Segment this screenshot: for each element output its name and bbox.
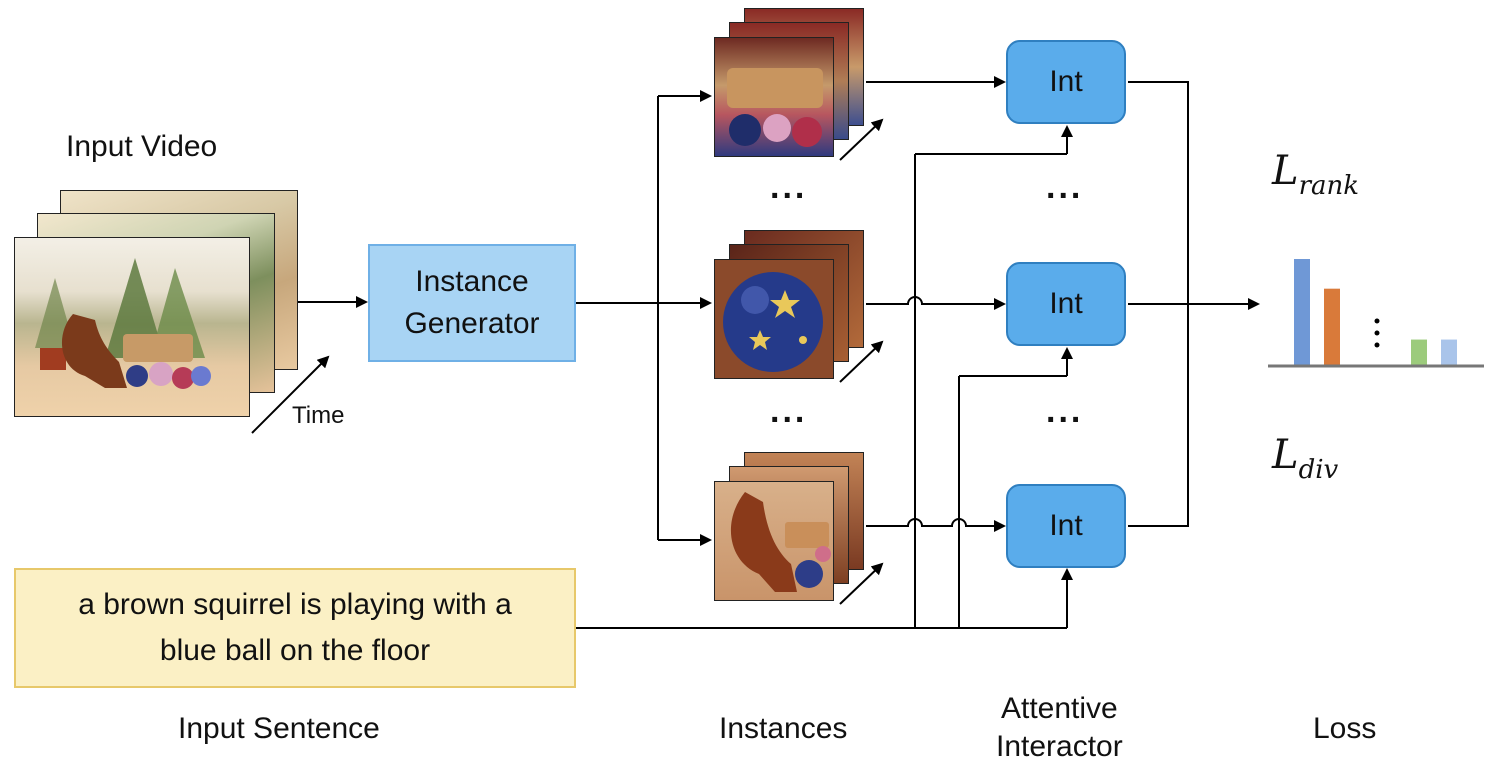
loss-bar-chart — [1294, 259, 1457, 365]
input-video-label: Input Video — [66, 130, 218, 163]
loss-bar-3 — [1411, 339, 1427, 365]
int-top-to-loss — [1128, 81, 1189, 304]
int-box-mid: Int — [1006, 262, 1126, 346]
int-label-mid: Int — [1049, 287, 1083, 320]
l-div-label: Ldiv — [1272, 432, 1338, 485]
instances-ellipsis-lower: ... — [770, 392, 808, 430]
int-box-bottom: Int — [1006, 484, 1126, 568]
loss-bar-2 — [1324, 288, 1340, 365]
input-sentence-box: a brown squirrel is playing with a blue … — [14, 568, 576, 688]
time-arrow — [251, 355, 330, 434]
int-bottom-to-loss — [1128, 304, 1189, 527]
loss-bar-4 — [1441, 339, 1457, 365]
instances-ellipsis-upper: ... — [770, 168, 808, 206]
instance-time-arrow-mid — [839, 340, 884, 383]
loss-vertical-ellipsis — [1374, 318, 1380, 348]
instance-mid-scene — [723, 272, 823, 372]
int-box-top: Int — [1006, 40, 1126, 124]
interactor-ellipsis-lower: ... — [1046, 392, 1084, 430]
l-rank-subscript: rank — [1298, 171, 1359, 201]
loss-bar-1 — [1294, 259, 1310, 365]
attentive-interactor-line2: Interactor — [996, 730, 1123, 763]
video-frame-scene — [35, 258, 211, 389]
int-label-bottom: Int — [1049, 509, 1083, 542]
instance-top-scene — [727, 68, 823, 147]
input-sentence-label: Input Sentence — [178, 712, 380, 745]
instance-top-frame-1 — [714, 37, 834, 157]
attentive-interactor-line1: Attentive — [1001, 692, 1118, 725]
arrow-instance-to-int-mid — [866, 296, 1006, 310]
instance-generator-label-line2: Generator — [404, 307, 540, 340]
attentive-interactor-label: Attentive Interactor — [996, 690, 1123, 766]
int-label-top: Int — [1049, 65, 1083, 98]
instance-time-arrow-top — [839, 118, 884, 161]
sentence-line2: blue ball on the floor — [159, 634, 431, 667]
instance-time-arrow-bottom — [839, 562, 884, 605]
time-label: Time — [292, 402, 345, 429]
loss-label: Loss — [1313, 712, 1377, 745]
instance-bottom-frame-1 — [714, 481, 834, 601]
l-rank-main: L — [1272, 148, 1299, 194]
arrow-instance-to-int-bottom — [866, 518, 1006, 532]
l-div-subscript: div — [1298, 455, 1339, 485]
instances-label: Instances — [719, 712, 848, 745]
instance-generator-label-line1: Instance — [415, 265, 529, 298]
sentence-line1: a brown squirrel is playing with a — [78, 588, 512, 621]
l-div-main: L — [1272, 432, 1299, 478]
video-frame-1 — [14, 237, 250, 417]
l-rank-label: Lrank — [1272, 148, 1359, 201]
instance-mid-frame-1 — [714, 259, 834, 379]
instance-bottom-scene — [730, 492, 831, 592]
instance-generator-box: Instance Generator — [368, 244, 576, 362]
interactor-ellipsis-upper: ... — [1046, 168, 1084, 206]
